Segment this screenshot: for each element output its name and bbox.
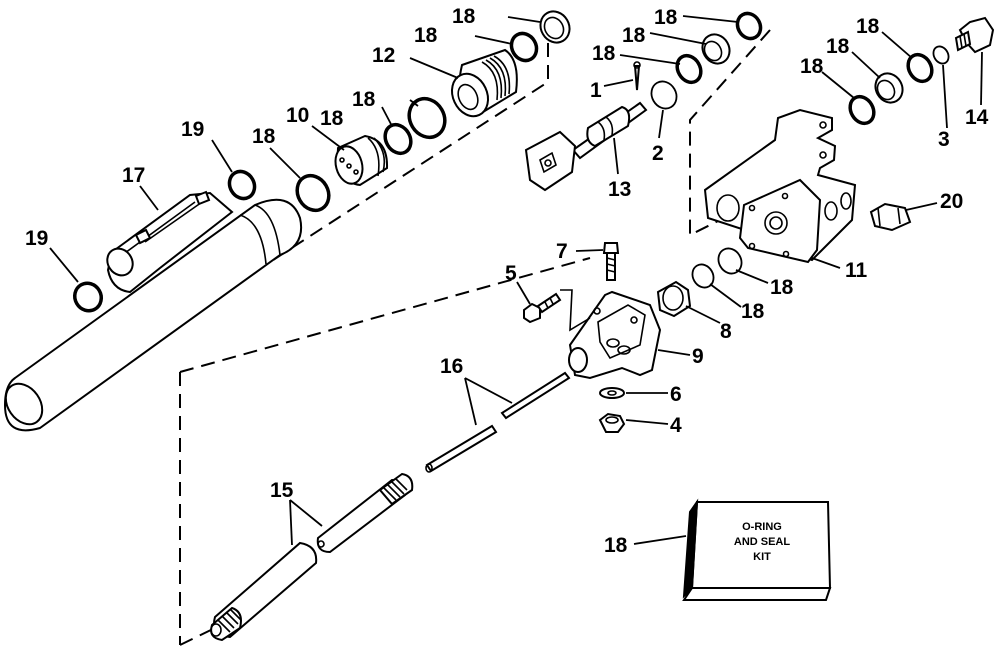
part-18-o-ring-f[interactable] xyxy=(733,9,765,43)
part-18-o-ring-d[interactable] xyxy=(507,29,542,65)
part-12-end-cap[interactable] xyxy=(445,48,518,122)
callout-18-seal-b: 18 xyxy=(622,24,646,47)
part-19-o-ring-left[interactable] xyxy=(70,278,107,315)
callout-14: 14 xyxy=(965,106,989,129)
part-7-screw[interactable] xyxy=(602,242,620,281)
part-18-seal-c[interactable] xyxy=(870,69,908,108)
part-16-pin-upper[interactable] xyxy=(500,371,571,420)
part-14-plug[interactable] xyxy=(954,16,995,54)
callout-labels: 18 18 12 18 18 10 18 19 17 19 18 18 18 1… xyxy=(25,5,989,557)
part-18-o-ring-c[interactable] xyxy=(402,92,451,144)
callout-13: 13 xyxy=(608,178,631,201)
callout-19-right: 19 xyxy=(181,118,204,141)
callout-18-seal-c: 18 xyxy=(826,35,850,58)
callout-18-o-ring-h: 18 xyxy=(856,15,880,38)
part-10-piston[interactable] xyxy=(332,134,389,187)
callout-18-o-ring-g: 18 xyxy=(800,55,824,78)
callout-17: 17 xyxy=(122,164,145,187)
callout-18-o-ring-a: 18 xyxy=(252,125,276,148)
part-18-o-ring-e[interactable] xyxy=(672,51,705,86)
part-18-seal-b[interactable] xyxy=(697,30,735,69)
part-15-rod-lower[interactable] xyxy=(210,541,318,642)
part-4-nut[interactable] xyxy=(598,412,626,433)
part-18-o-ring-b[interactable] xyxy=(380,120,416,158)
part-5-screw[interactable] xyxy=(523,292,562,324)
part-18-o-ring-j[interactable] xyxy=(688,261,717,292)
part-6-washer[interactable] xyxy=(599,387,625,399)
callout-20: 20 xyxy=(940,190,963,213)
part-16-pin-lower[interactable] xyxy=(425,424,498,473)
part-18-o-ring-g[interactable] xyxy=(845,92,878,127)
callout-11: 11 xyxy=(845,259,868,282)
callout-6: 6 xyxy=(670,383,682,406)
part-15-rod-upper[interactable] xyxy=(316,472,414,554)
callout-10: 10 xyxy=(286,104,309,127)
callout-18-o-ring-b: 18 xyxy=(320,107,344,130)
callout-12: 12 xyxy=(372,44,395,67)
part-8-nut[interactable] xyxy=(656,280,692,318)
assembly-dashed-lines xyxy=(179,29,771,646)
callout-7: 7 xyxy=(556,240,568,263)
part-18-o-ring-i[interactable] xyxy=(714,244,746,278)
part-18-seal-a[interactable] xyxy=(535,6,575,48)
callout-18-o-ring-c: 18 xyxy=(352,88,376,111)
callout-18-o-ring-f: 18 xyxy=(654,6,678,29)
part-18-o-ring-and-seal-kit[interactable]: O-RING AND SEAL KIT xyxy=(682,498,832,601)
part-18-o-ring-a[interactable] xyxy=(291,170,335,216)
callout-18-o-ring-i: 18 xyxy=(770,276,794,299)
part-9-bracket[interactable] xyxy=(560,289,662,380)
callout-9: 9 xyxy=(692,345,704,368)
callout-18-o-ring-d: 18 xyxy=(414,24,438,47)
callout-3: 3 xyxy=(938,128,950,151)
leader-lines xyxy=(49,15,983,546)
callout-8: 8 xyxy=(720,320,732,343)
callout-18-o-ring-e: 18 xyxy=(592,42,616,65)
callout-16: 16 xyxy=(440,355,463,378)
kit-label-line-3: KIT xyxy=(753,551,771,563)
part-3-washer[interactable] xyxy=(930,44,951,67)
part-20-fitting[interactable] xyxy=(869,202,912,232)
part-2-o-ring[interactable] xyxy=(647,77,682,113)
callout-1: 1 xyxy=(590,79,602,102)
part-18-o-ring-h[interactable] xyxy=(903,50,936,85)
callout-18-seal-a: 18 xyxy=(452,5,476,28)
part-13-valve-spool[interactable] xyxy=(524,101,648,192)
callout-18-kit: 18 xyxy=(604,534,628,557)
callout-2: 2 xyxy=(652,142,664,165)
part-1-cotter-pin[interactable] xyxy=(633,61,641,91)
kit-label-line-1: O-RING xyxy=(742,521,782,533)
part-19-o-ring-right[interactable] xyxy=(225,167,260,203)
kit-label-line-2: AND SEAL xyxy=(734,536,791,548)
callout-19-left: 19 xyxy=(25,227,48,250)
callout-18-o-ring-j: 18 xyxy=(741,300,765,323)
callout-5: 5 xyxy=(505,262,517,285)
part-11-valve-body[interactable] xyxy=(703,108,857,264)
callout-15: 15 xyxy=(270,479,294,502)
part-17-cylinder[interactable] xyxy=(0,190,302,432)
callout-4: 4 xyxy=(670,414,682,437)
